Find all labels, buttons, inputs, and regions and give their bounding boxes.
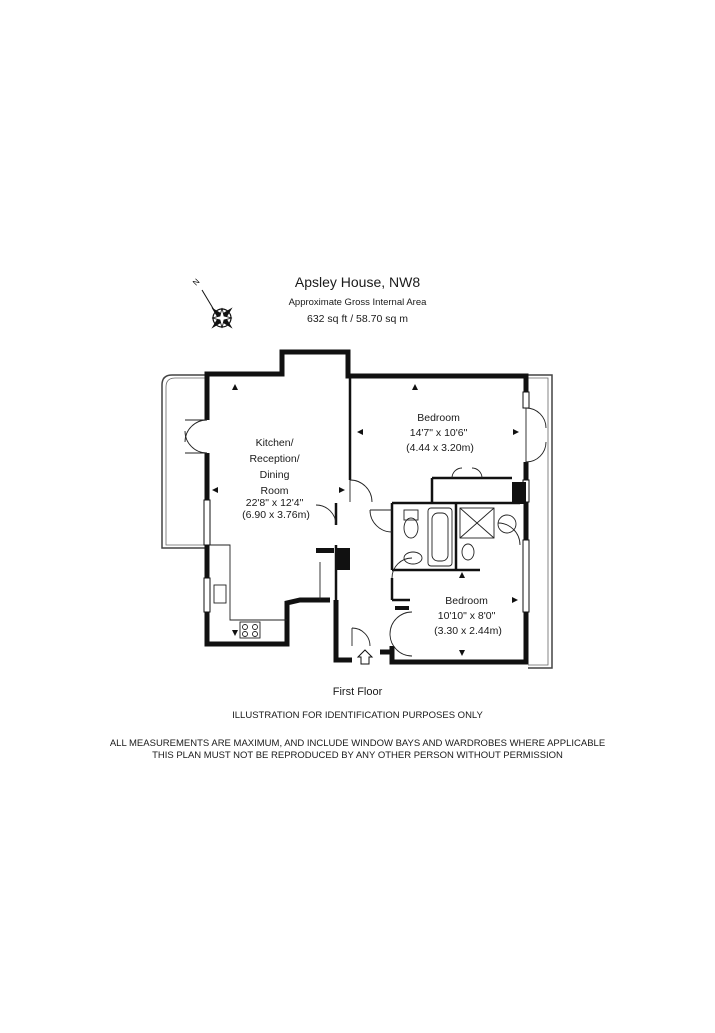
measurement-markers — [212, 384, 519, 656]
balcony-doors-right — [525, 407, 547, 463]
balcony-doors-left — [184, 419, 208, 454]
floor-label: First Floor — [332, 686, 383, 698]
entrance-arrow-icon — [356, 649, 374, 665]
door-swings — [315, 467, 521, 657]
compass-north-label: N — [191, 277, 202, 288]
compass-rose-icon: N — [191, 277, 233, 329]
balcony-left — [161, 374, 205, 549]
room-label-bedroom-2: Bedroom 10'10" x 8'0" (3.30 x 2.44m) — [434, 595, 502, 637]
room-label-bedroom-1: Bedroom 14'7" x 10'6" (4.44 x 3.20m) — [406, 412, 474, 454]
area-caption: Approximate Gross Internal Area — [288, 297, 427, 308]
interior-walls — [334, 376, 520, 602]
disclaimer-measurements: ALL MEASUREMENTS ARE MAXIMUM, AND INCLUD… — [109, 738, 606, 749]
disclaimer-identification: ILLUSTRATION FOR IDENTIFICATION PURPOSES… — [232, 710, 483, 721]
room-label-kitchen: Kitchen/ Reception/ Dining Room 22'8" x … — [242, 437, 310, 521]
area-value: 632 sq ft / 58.70 sq m — [307, 313, 408, 325]
balcony-right — [528, 374, 553, 669]
kitchen-counters — [210, 544, 287, 639]
plan-title: Apsley House, NW8 — [294, 274, 421, 290]
disclaimer-reproduction: THIS PLAN MUST NOT BE REPRODUCED BY ANY … — [152, 750, 563, 761]
wall-blocks — [316, 482, 526, 610]
bathroom-fixtures — [403, 507, 517, 567]
outer-walls — [204, 349, 529, 665]
